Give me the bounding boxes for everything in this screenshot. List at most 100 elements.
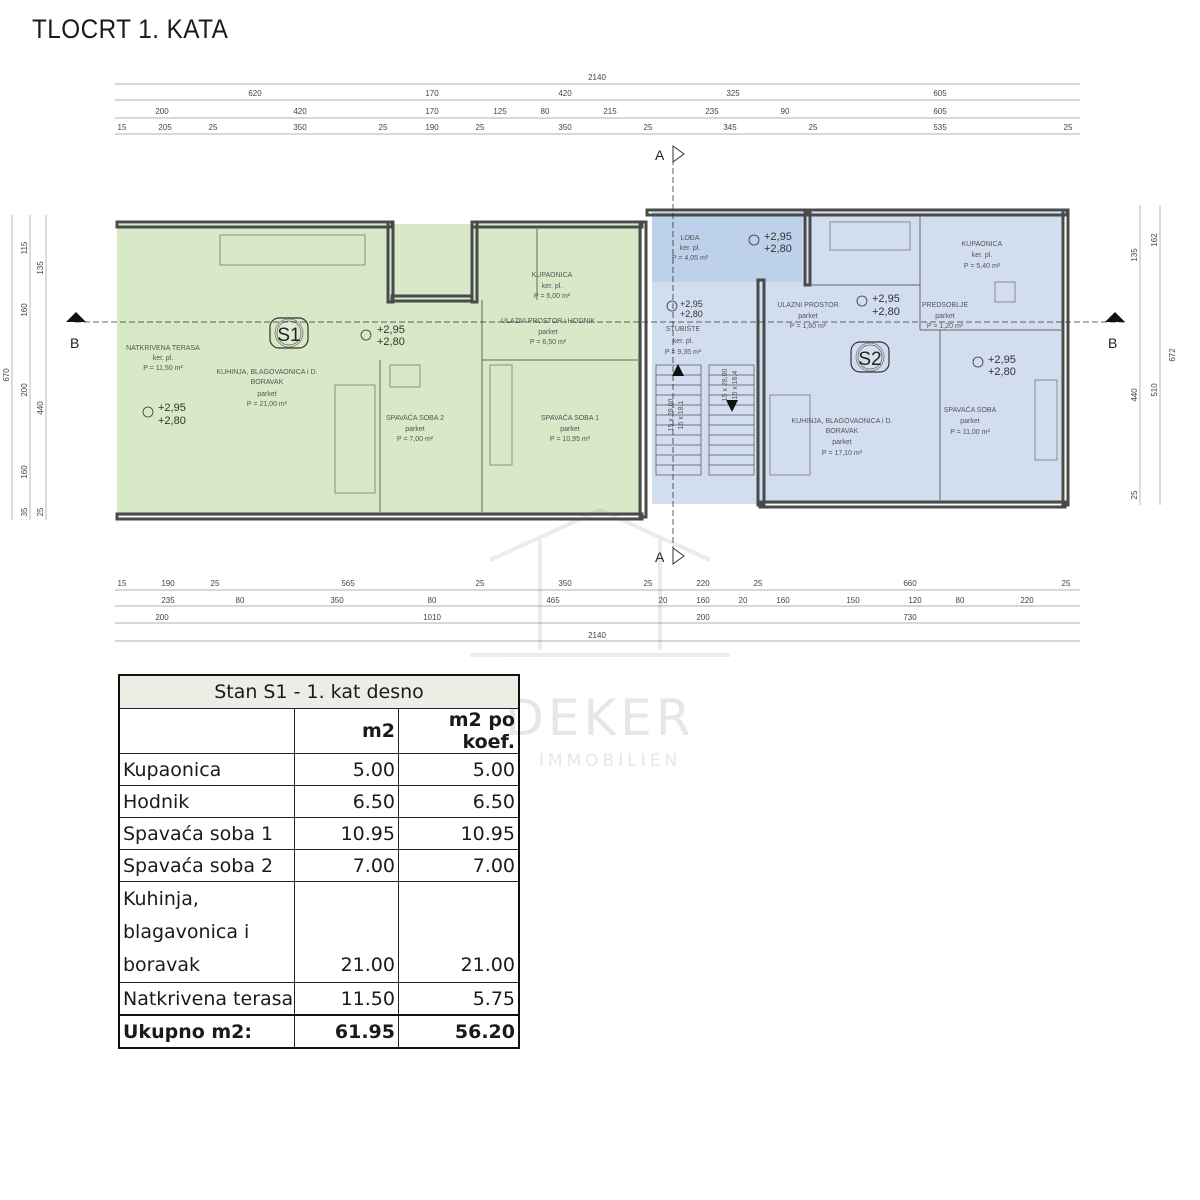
apartment-s2-label: S2 <box>858 349 881 370</box>
svg-text:420: 420 <box>558 89 572 98</box>
dim-bottom-row3: 200 1010 200 730 <box>155 613 917 622</box>
svg-text:parket: parket <box>935 313 955 320</box>
area-table: Stan S1 - 1. kat desno m2 m2 po koef. Ku… <box>118 674 520 1049</box>
room-terasa: NATKRIVENA TERASA ker. pl. P = 11,50 m² <box>126 345 200 372</box>
level-marker-s2: +2,95 +2,80 <box>856 293 900 318</box>
page-title: TLOCRT 1. KATA <box>32 14 229 44</box>
svg-text:80: 80 <box>236 596 245 605</box>
table-row: Spavaća soba 2 7.00 7.00 <box>118 849 520 882</box>
watermark-sub: IMMOBILIEN <box>539 751 681 771</box>
svg-text:P = 6,50 m²: P = 6,50 m² <box>530 339 567 346</box>
svg-text:160: 160 <box>20 465 29 479</box>
svg-text:parket: parket <box>960 418 980 425</box>
apartment-s1-badge <box>269 317 309 349</box>
watermark-logo: DEKER IMMOBILIEN <box>470 507 730 771</box>
section-b-left-label: B <box>70 335 79 351</box>
svg-text:135: 135 <box>36 261 45 275</box>
total-label: Ukupno m2: <box>118 1014 295 1049</box>
table-header-row: m2 m2 po koef. <box>118 708 520 754</box>
svg-text:25: 25 <box>211 579 220 588</box>
svg-text:125: 125 <box>493 107 507 116</box>
svg-text:ULAZNI PROSTOR i HODNIK: ULAZNI PROSTOR i HODNIK <box>501 318 595 325</box>
svg-text:670: 670 <box>2 368 11 382</box>
room-hodnik-s1: ULAZNI PROSTOR i HODNIK parket P = 6,50 … <box>501 318 595 346</box>
apartment-s2-badge <box>850 341 890 373</box>
svg-text:PREDSOBLJE: PREDSOBLJE <box>922 302 969 309</box>
svg-text:SPAVAĆA SOBA 2: SPAVAĆA SOBA 2 <box>386 413 444 422</box>
svg-text:620: 620 <box>248 89 262 98</box>
stair-label-a: 15 x 28,00 <box>668 399 675 432</box>
svg-text:325: 325 <box>726 89 740 98</box>
svg-text:200: 200 <box>20 383 29 397</box>
svg-text:ker. pl.: ker. pl. <box>153 355 174 362</box>
apartment-s1-label: S1 <box>277 325 300 346</box>
row-koef: 6.50 <box>398 785 520 818</box>
row-m2: 7.00 <box>294 849 399 882</box>
svg-text:+2,80: +2,80 <box>158 415 186 427</box>
table-caption-row: Stan S1 - 1. kat desno <box>118 674 520 709</box>
table-header-m2: m2 <box>294 708 399 754</box>
svg-text:80: 80 <box>428 596 437 605</box>
svg-text:510: 510 <box>1150 383 1159 397</box>
svg-text:25: 25 <box>1064 123 1073 132</box>
svg-text:+2,95: +2,95 <box>872 293 900 305</box>
room-kupaonica-s1: KUPAONICA ker. pl. P = 5,00 m² <box>532 272 573 300</box>
section-b-right-label: B <box>1108 335 1117 351</box>
svg-text:KUPAONICA: KUPAONICA <box>962 241 1003 248</box>
svg-text:200: 200 <box>155 107 169 116</box>
svg-text:+2,95: +2,95 <box>764 231 792 243</box>
table-row: Spavaća soba 1 10.95 10.95 <box>118 817 520 850</box>
row-m2: 10.95 <box>294 817 399 850</box>
total-koef: 56.20 <box>398 1014 520 1049</box>
row-room: Spavaća soba 1 <box>118 817 295 850</box>
svg-text:420: 420 <box>293 107 307 116</box>
section-a-bottom-marker <box>672 547 685 565</box>
row-koef: 5.00 <box>398 753 520 786</box>
svg-text:25: 25 <box>36 507 45 516</box>
svg-text:+2,95: +2,95 <box>988 354 1016 366</box>
svg-text:ker. pl.: ker. pl. <box>680 245 701 252</box>
dim-bottom-row2: 235 80 350 80 465 20 160 20 160 150 120 … <box>161 596 1034 605</box>
svg-text:80: 80 <box>541 107 550 116</box>
svg-text:P = 7,00 m²: P = 7,00 m² <box>397 436 434 443</box>
svg-text:440: 440 <box>1130 388 1139 402</box>
svg-text:350: 350 <box>558 579 572 588</box>
section-b-right-marker <box>1105 312 1125 322</box>
room-loda: LOĐA ker. pl. P = 4,05 m² <box>672 235 709 262</box>
dim-top-total: 2140 <box>588 73 606 82</box>
svg-text:235: 235 <box>161 596 175 605</box>
room-spavaca1-s1: SPAVAĆA SOBA 1 parket P = 10,95 m² <box>541 413 599 443</box>
svg-text:160: 160 <box>696 596 710 605</box>
dim-top-row3: 15 205 25 350 25 190 25 350 25 345 25 53… <box>118 123 1073 132</box>
dim-top-row1: 620 170 420 325 605 <box>248 89 947 98</box>
svg-text:25: 25 <box>754 579 763 588</box>
svg-text:+2,80: +2,80 <box>377 336 405 348</box>
row-koef: 5.75 <box>398 982 520 1016</box>
section-a-top-label: A <box>655 147 665 163</box>
row-m2: 21.00 <box>294 881 399 983</box>
svg-text:SPAVAĆA SOBA 1: SPAVAĆA SOBA 1 <box>541 413 599 422</box>
floor-plan: A A B B S1 S2 2140 620 170 420 325 605 2… <box>2 73 1177 642</box>
svg-text:+2,95: +2,95 <box>680 299 703 309</box>
level-marker-stair: +2,95 +2,80 <box>666 299 703 319</box>
stair-down-arrow <box>726 400 738 412</box>
total-m2: 61.95 <box>294 1014 399 1049</box>
section-a-top-marker <box>672 145 685 163</box>
svg-text:170: 170 <box>425 89 439 98</box>
svg-text:200: 200 <box>155 613 169 622</box>
svg-text:440: 440 <box>36 401 45 415</box>
row-room: Hodnik <box>118 785 295 818</box>
dining-table-s2 <box>857 344 883 370</box>
svg-text:STUBIŠTE: STUBIŠTE <box>666 324 701 333</box>
room-predsoblje-s2: PREDSOBLJE parket P = 1,20 m² <box>922 302 969 330</box>
level-marker-s1: +2,95 +2,80 <box>360 324 405 348</box>
svg-text:350: 350 <box>558 123 572 132</box>
room-spavaca-s2: SPAVAĆA SOBA parket P = 11,00 m² <box>944 405 997 436</box>
furniture <box>219 221 1058 494</box>
stair-up-arrow <box>672 364 684 376</box>
svg-text:350: 350 <box>293 123 307 132</box>
stair-label-b: 16 x 18,1 <box>678 400 685 429</box>
svg-text:P = 10,95 m²: P = 10,95 m² <box>550 436 591 443</box>
svg-text:200: 200 <box>696 613 710 622</box>
